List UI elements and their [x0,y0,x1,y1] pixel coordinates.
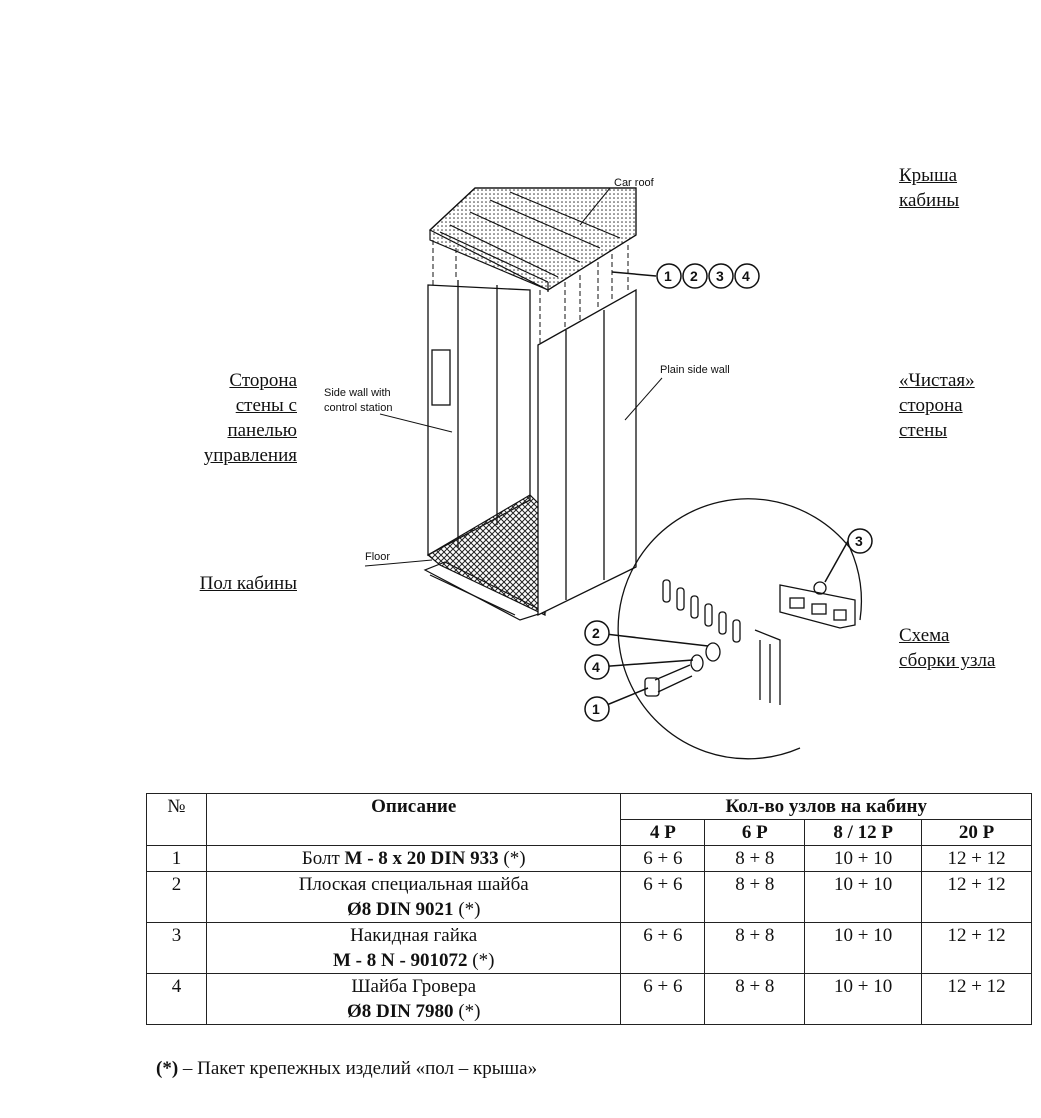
callout-detail-2: 2 [592,625,600,641]
desc-suffix: (*) [453,1001,481,1022]
annotation-plain-wall: «Чистая» сторона стены [899,368,975,443]
annotation-line: стены [899,420,948,441]
leader-line [379,413,453,433]
side-wall-label-2: control station [324,402,392,414]
callout-1: 1 [664,268,672,284]
header-description: Описание [205,793,622,846]
assembly-lines [432,240,629,345]
desc-plain: Плоская специальная шайба [298,874,529,895]
desc-suffix: (*) [453,899,481,920]
header-qty-group: Кол-во узлов на кабину [620,793,1032,820]
row-description: Плоская специальная шайба Ø8 DIN 9021 (*) [205,871,622,923]
annotation-line: Пол кабины [199,573,297,594]
header-qty-col: 6 P [704,819,806,846]
footnote-marker: (*) [156,1058,179,1079]
annotation-line: стены с [235,395,297,416]
annotation-line: «Чистая» [899,370,975,391]
callout-3: 3 [716,268,724,284]
row-qty: 6 + 6 [620,845,706,872]
row-qty: 12 + 12 [921,922,1032,974]
fasteners-table: № Описание Кол-во узлов на кабину 4 P 6 … [146,793,1032,1025]
desc-suffix: (*) [467,950,495,971]
leader-line [579,187,611,226]
callout-4: 4 [742,268,750,284]
side-wall-label-1: Side wall with [324,387,391,399]
row-qty: 6 + 6 [620,973,706,1025]
row-qty: 8 + 8 [704,922,806,974]
annotation-floor: Пол кабины [150,571,297,596]
desc-bold: Ø8 DIN 7980 [346,1001,454,1022]
desc-bold: M - 8 x 20 DIN 933 [344,848,499,869]
annotation-car-roof: Крыша кабины [899,163,959,213]
row-qty: 10 + 10 [804,871,923,923]
row-qty: 12 + 12 [921,973,1032,1025]
row-qty: 6 + 6 [620,871,706,923]
callout-detail-4: 4 [592,659,600,675]
plain-side-wall [537,288,637,617]
row-qty: 12 + 12 [921,871,1032,923]
footnote-text: – Пакет крепежных изделий «пол – крыша» [178,1058,538,1079]
callout-detail-3: 3 [855,533,863,549]
row-qty: 10 + 10 [804,973,923,1025]
assembly-detail [617,498,863,760]
table-row: 1 Болт M - 8 x 20 DIN 933 (*) 6 + 6 8 + … [146,845,1032,872]
desc-plain: Шайба Гровера [351,976,477,997]
leader-line [624,377,663,421]
desc-plain: Болт [301,848,345,869]
side-wall-with-control-station [427,280,531,557]
annotation-line: панелью [227,420,297,441]
row-qty: 10 + 10 [804,922,923,974]
floor-label: Floor [365,551,390,563]
callout-group-top [611,263,760,289]
header-qty-col: 8 / 12 P [804,819,923,846]
row-qty: 8 + 8 [704,871,806,923]
header-no: № [146,793,207,846]
desc-bold: M - 8 N - 901072 [332,950,468,971]
elevator-car-drawing: Car roof Side wall with control station … [324,177,873,760]
table-row: 2 Плоская специальная шайба Ø8 DIN 9021 (… [146,871,1032,923]
annotation-line: сторона [899,395,963,416]
table-subheader-row: 4 P 6 P 8 / 12 P 20 P [147,819,1032,846]
table-row: 4 Шайба Гровера Ø8 DIN 7980 (*) 6 + 6 8 +… [146,973,1032,1025]
car-roof-shape [428,187,637,292]
desc-plain: Накидная гайка [350,925,478,946]
annotation-line: Сторона [229,370,297,391]
callout-detail-1: 1 [592,701,600,717]
annotation-line: управления [203,445,297,466]
annotation-line: Схема [899,625,950,646]
header-qty-col: 20 P [921,819,1032,846]
annotation-side-wall-control: Сторона стены с панелью управления [170,368,297,468]
annotation-line: сборки узла [899,650,996,671]
row-no: 4 [146,973,207,1025]
table-row: 3 Накидная гайка M - 8 N - 901072 (*) 6 +… [146,922,1032,974]
callout-group-detail [584,528,873,722]
desc-suffix: (*) [498,848,526,869]
row-qty: 6 + 6 [620,922,706,974]
row-no: 2 [146,871,207,923]
annotation-line: Крыша [899,165,958,186]
row-description: Болт M - 8 x 20 DIN 933 (*) [205,845,622,872]
row-description: Накидная гайка M - 8 N - 901072 (*) [205,922,622,974]
plain-side-wall-label: Plain side wall [660,364,730,376]
row-no: 3 [146,922,207,974]
row-qty: 8 + 8 [704,973,806,1025]
annotation-assembly: Схема сборки узла [899,623,995,673]
row-description: Шайба Гровера Ø8 DIN 7980 (*) [205,973,622,1025]
row-no: 1 [146,845,207,872]
row-qty: 8 + 8 [704,845,806,872]
callout-2: 2 [690,268,698,284]
leader-line [364,559,433,567]
header-qty-col: 4 P [620,819,706,846]
desc-bold: Ø8 DIN 9021 [346,899,454,920]
footnote: (*) – Пакет крепежных изделий «пол – кры… [156,1058,537,1080]
row-qty: 12 + 12 [921,845,1032,872]
annotation-line: кабины [899,190,960,211]
car-roof-label: Car roof [614,177,655,189]
table-header-row: № Описание Кол-во узлов на кабину [146,793,1032,846]
row-qty: 10 + 10 [804,845,923,872]
